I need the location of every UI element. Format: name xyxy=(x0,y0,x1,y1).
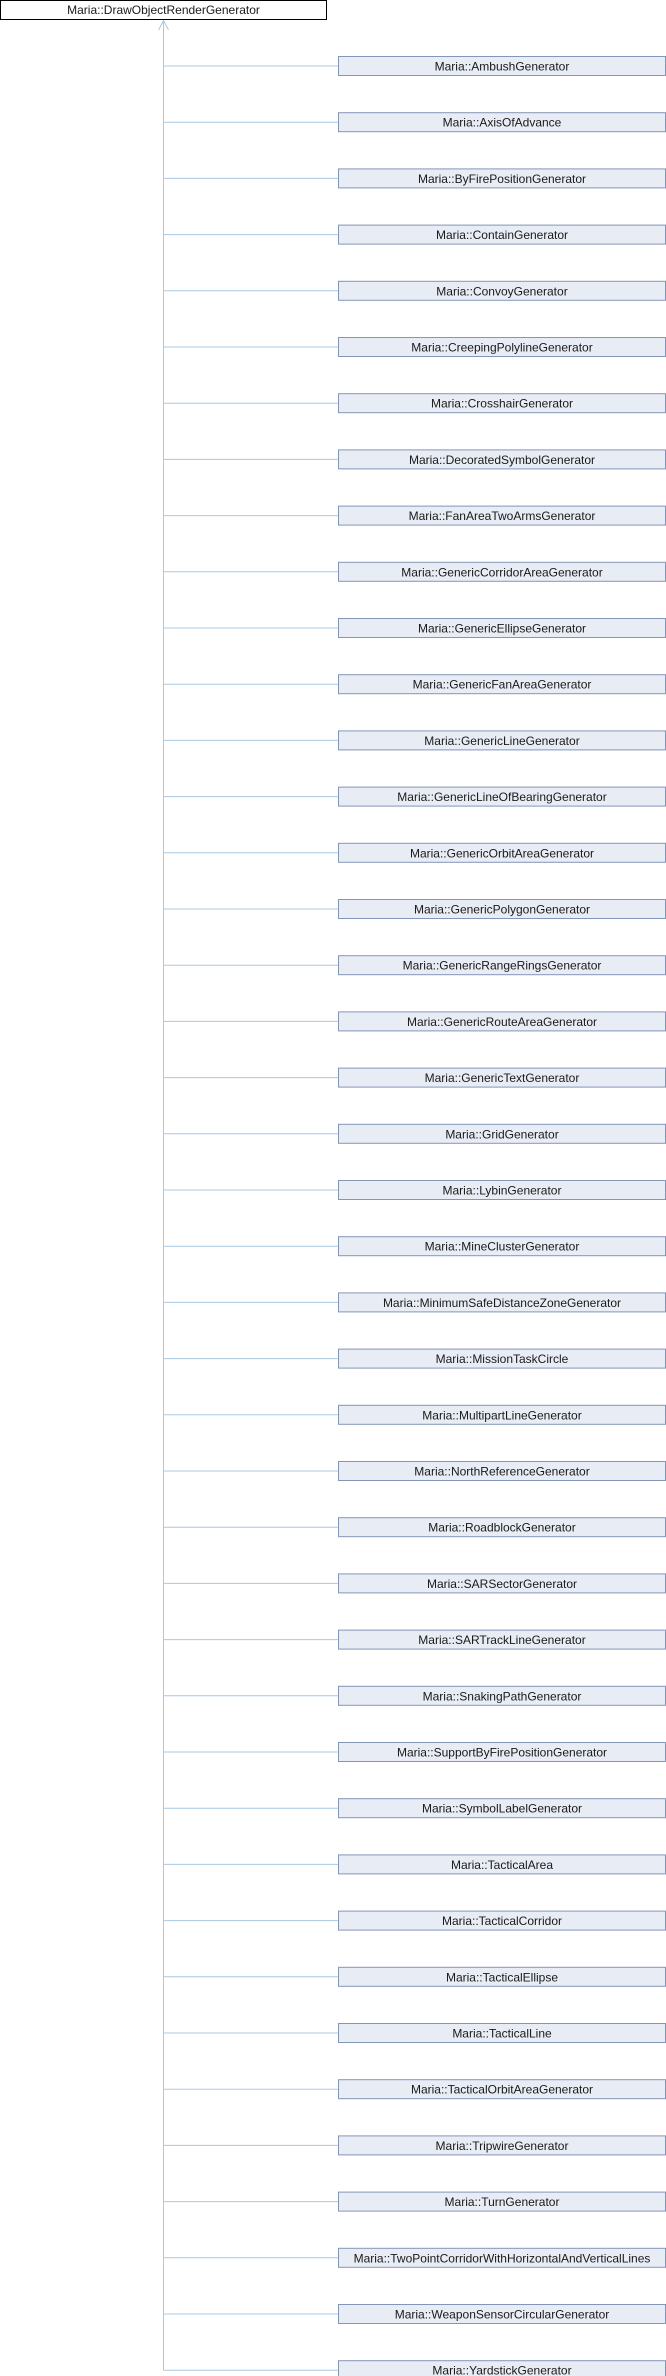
derived-class-node[interactable]: Maria::YardstickGenerator xyxy=(338,2360,666,2376)
derived-class-label: Maria::WeaponSensorCircularGenerator xyxy=(395,2308,610,2322)
derived-class-node[interactable]: Maria::SARTrackLineGenerator xyxy=(338,1629,666,1650)
derived-class-node[interactable]: Maria::AmbushGenerator xyxy=(338,56,666,76)
derived-class-label: Maria::TacticalArea xyxy=(451,1858,553,1872)
derived-class-label: Maria::MineClusterGenerator xyxy=(425,1240,580,1254)
derived-class-label: Maria::GenericPolygonGenerator xyxy=(414,903,590,917)
derived-class-label: Maria::TripwireGenerator xyxy=(436,2139,569,2153)
derived-class-node[interactable]: Maria::FanAreaTwoArmsGenerator xyxy=(338,505,666,526)
derived-class-label: Maria::TacticalLine xyxy=(452,2027,552,2041)
derived-class-label: Maria::GenericEllipseGenerator xyxy=(418,622,586,636)
derived-class-node[interactable]: Maria::ConvoyGenerator xyxy=(338,280,666,301)
derived-class-node[interactable]: Maria::GenericEllipseGenerator xyxy=(338,618,666,638)
base-class-label: Maria::DrawObjectRenderGenerator xyxy=(67,3,260,17)
derived-class-node[interactable]: Maria::GenericOrbitAreaGenerator xyxy=(338,842,666,863)
derived-class-node[interactable]: Maria::TacticalOrbitAreaGenerator xyxy=(338,2079,666,2100)
derived-class-label: Maria::MissionTaskCircle xyxy=(436,1352,569,1366)
derived-class-node[interactable]: Maria::MissionTaskCircle xyxy=(338,1348,666,1369)
base-class-box xyxy=(0,0,327,20)
derived-class-label: Maria::FanAreaTwoArmsGenerator xyxy=(409,509,596,523)
derived-class-node[interactable]: Maria::RoadblockGenerator xyxy=(338,1517,666,1538)
derived-class-label: Maria::TacticalCorridor xyxy=(442,1914,562,1928)
derived-class-node[interactable]: Maria::TacticalCorridor xyxy=(338,1910,666,1931)
derived-class-node[interactable]: Maria::MultipartLineGenerator xyxy=(338,1404,666,1425)
derived-class-label: Maria::DecoratedSymbolGenerator xyxy=(409,453,595,467)
derived-class-label: Maria::TacticalOrbitAreaGenerator xyxy=(411,2083,593,2097)
derived-class-nodes: Maria::AmbushGeneratorMaria::AxisOfAdvan… xyxy=(338,56,666,2376)
derived-class-label: Maria::GenericCorridorAreaGenerator xyxy=(401,565,602,579)
derived-class-label: Maria::CrosshairGenerator xyxy=(431,397,573,411)
derived-class-node[interactable]: Maria::TwoPointCorridorWithHorizontalAnd… xyxy=(338,2247,666,2268)
derived-class-node[interactable]: Maria::GenericLineGenerator xyxy=(338,730,666,751)
derived-class-label: Maria::GenericRouteAreaGenerator xyxy=(407,1015,597,1029)
derived-class-label: Maria::SARTrackLineGenerator xyxy=(418,1633,585,1647)
derived-class-label: Maria::LybinGenerator xyxy=(443,1184,562,1198)
derived-class-node[interactable]: Maria::TripwireGenerator xyxy=(338,2135,666,2156)
derived-class-node[interactable]: Maria::MinimumSafeDistanceZoneGenerator xyxy=(338,1292,666,1313)
derived-class-node[interactable]: Maria::LybinGenerator xyxy=(338,1180,666,1200)
derived-class-label: Maria::AxisOfAdvance xyxy=(443,116,562,130)
inheritance-edges xyxy=(158,19,339,2371)
derived-class-node[interactable]: Maria::GenericLineOfBearingGenerator xyxy=(338,786,666,807)
derived-class-label: Maria::SnakingPathGenerator xyxy=(423,1689,582,1703)
derived-class-label: Maria::TacticalEllipse xyxy=(446,1970,558,1984)
derived-class-label: Maria::SupportByFirePositionGenerator xyxy=(397,1746,607,1760)
derived-class-node[interactable]: Maria::TacticalEllipse xyxy=(338,1966,666,1987)
derived-class-label: Maria::TwoPointCorridorWithHorizontalAnd… xyxy=(354,2251,651,2265)
derived-class-node[interactable]: Maria::MineClusterGenerator xyxy=(338,1236,666,1257)
derived-class-label: Maria::SARSectorGenerator xyxy=(427,1577,577,1591)
derived-class-label: Maria::GenericFanAreaGenerator xyxy=(413,678,592,692)
derived-class-node[interactable]: Maria::CreepingPolylineGenerator xyxy=(338,337,666,357)
derived-class-label: Maria::ConvoyGenerator xyxy=(436,284,567,298)
derived-class-node[interactable]: Maria::SARSectorGenerator xyxy=(338,1573,666,1594)
derived-class-node[interactable]: Maria::WeaponSensorCircularGenerator xyxy=(338,2304,666,2324)
derived-class-label: Maria::TurnGenerator xyxy=(445,2195,560,2209)
derived-class-node[interactable]: Maria::SnakingPathGenerator xyxy=(338,1685,666,1706)
derived-class-label: Maria::MinimumSafeDistanceZoneGenerator xyxy=(383,1296,621,1310)
derived-class-node[interactable]: Maria::NorthReferenceGenerator xyxy=(338,1461,666,1481)
derived-class-label: Maria::CreepingPolylineGenerator xyxy=(411,341,592,355)
derived-class-node[interactable]: Maria::TurnGenerator xyxy=(338,2191,666,2212)
derived-class-label: Maria::GenericLineGenerator xyxy=(424,734,579,748)
derived-class-node[interactable]: Maria::GenericPolygonGenerator xyxy=(338,899,666,919)
derived-class-node[interactable]: Maria::SymbolLabelGenerator xyxy=(338,1798,666,1819)
derived-class-node[interactable]: Maria::GenericFanAreaGenerator xyxy=(338,674,666,695)
derived-class-label: Maria::MultipartLineGenerator xyxy=(422,1408,581,1422)
derived-class-node[interactable]: Maria::AxisOfAdvance xyxy=(338,112,666,133)
derived-class-node[interactable]: Maria::GenericCorridorAreaGenerator xyxy=(338,561,666,582)
derived-class-node[interactable]: Maria::GenericTextGenerator xyxy=(338,1067,666,1088)
derived-class-label: Maria::ContainGenerator xyxy=(436,228,568,242)
derived-class-node[interactable]: Maria::DecoratedSymbolGenerator xyxy=(338,449,666,470)
derived-class-node[interactable]: Maria::ContainGenerator xyxy=(338,224,666,245)
derived-class-label: Maria::ByFirePositionGenerator xyxy=(418,172,586,186)
derived-class-label: Maria::RoadblockGenerator xyxy=(428,1521,575,1535)
derived-class-node[interactable]: Maria::SupportByFirePositionGenerator xyxy=(338,1742,666,1762)
derived-class-node[interactable]: Maria::TacticalLine xyxy=(338,2023,666,2043)
derived-class-label: Maria::GenericTextGenerator xyxy=(425,1071,580,1085)
derived-class-label: Maria::GenericOrbitAreaGenerator xyxy=(410,846,594,860)
derived-class-label: Maria::SymbolLabelGenerator xyxy=(422,1802,582,1816)
derived-class-node[interactable]: Maria::CrosshairGenerator xyxy=(338,393,666,414)
derived-class-label: Maria::NorthReferenceGenerator xyxy=(414,1465,589,1479)
base-class-node[interactable]: Maria::DrawObjectRenderGenerator xyxy=(0,0,327,20)
derived-class-label: Maria::GenericRangeRingsGenerator xyxy=(403,959,602,973)
derived-class-label: Maria::YardstickGenerator xyxy=(432,2364,571,2376)
derived-class-node[interactable]: Maria::ByFirePositionGenerator xyxy=(338,168,666,189)
derived-class-label: Maria::GenericLineOfBearingGenerator xyxy=(397,790,606,804)
derived-class-node[interactable]: Maria::GenericRangeRingsGenerator xyxy=(338,955,666,976)
derived-class-node[interactable]: Maria::GridGenerator xyxy=(338,1123,666,1144)
derived-class-node[interactable]: Maria::GenericRouteAreaGenerator xyxy=(338,1011,666,1032)
derived-class-node[interactable]: Maria::TacticalArea xyxy=(338,1854,666,1875)
derived-class-label: Maria::GridGenerator xyxy=(445,1127,558,1141)
derived-class-label: Maria::AmbushGenerator xyxy=(435,60,570,74)
